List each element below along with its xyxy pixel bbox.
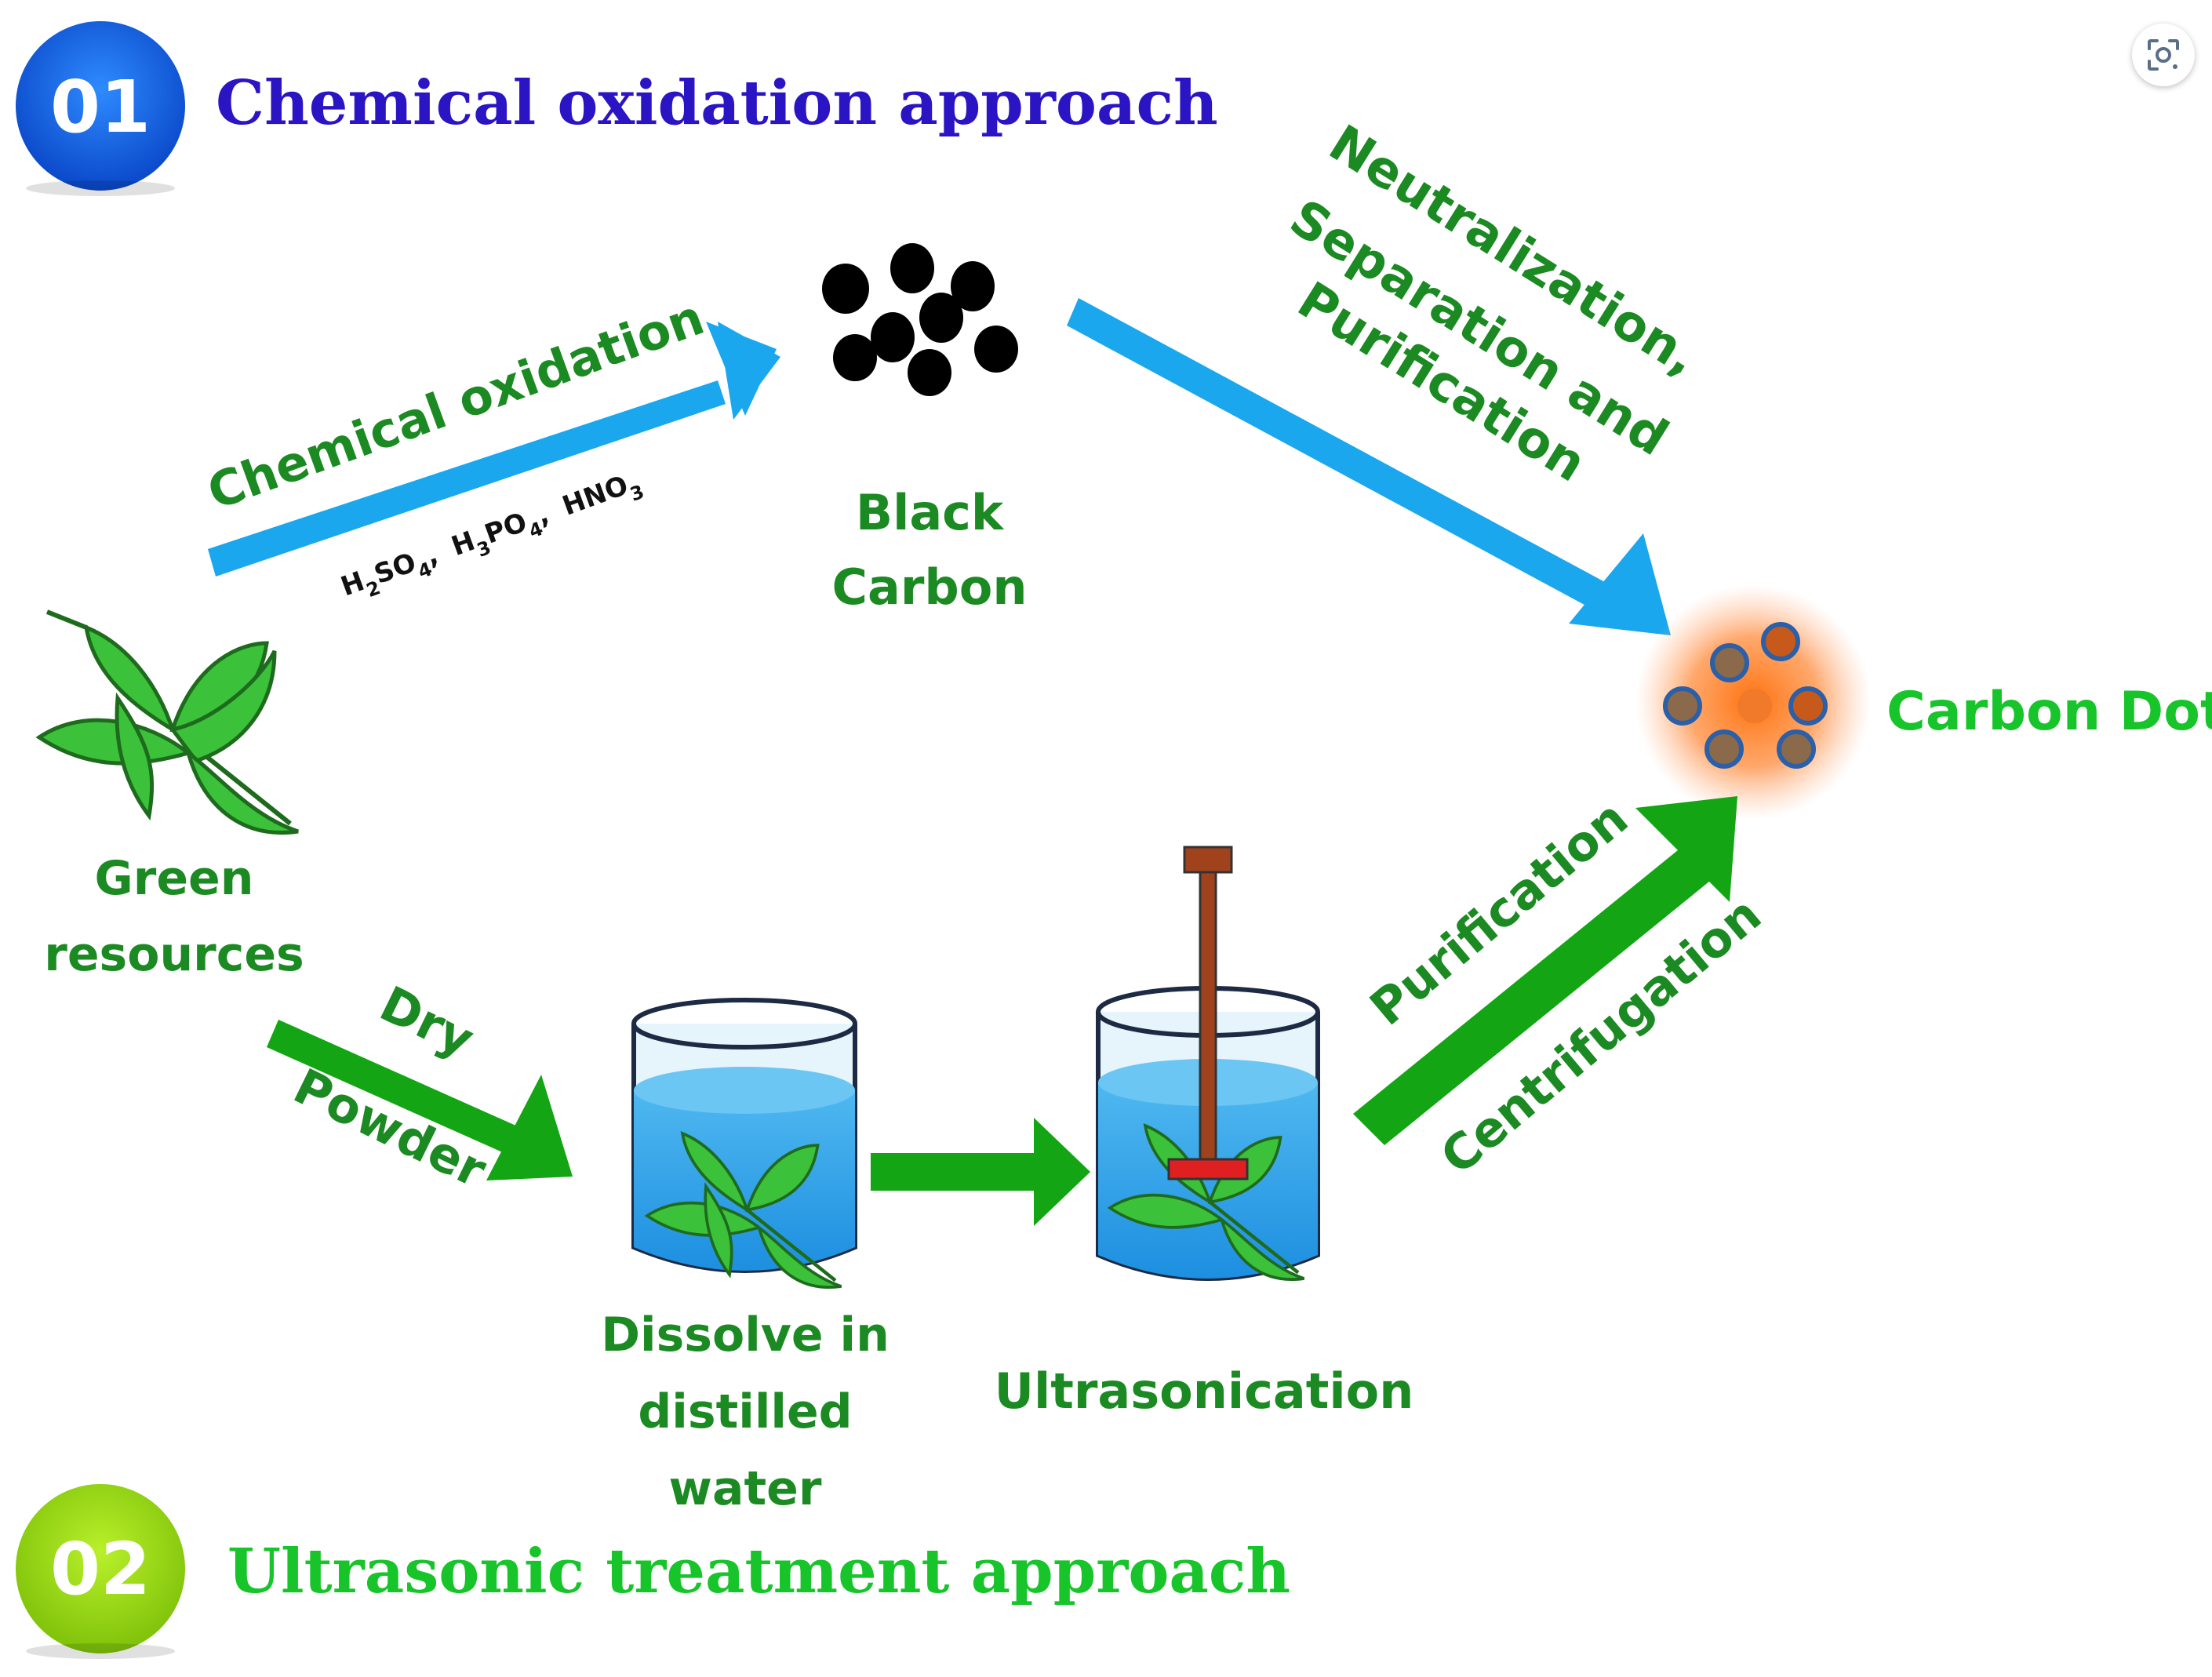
arrow-purification-centrifugation [1353,796,1737,1145]
black-carbon-label-1: Black [856,484,1005,541]
acids-label: H2SO4, H3PO4, HNO3 [337,465,646,609]
ultrasonication-label: Ultrasonication [995,1362,1414,1420]
ultrasonic-probe-icon [1183,846,1233,874]
arrow-neutralization [1067,298,1671,635]
svg-text:H2SO4, H3PO4, HNO3: H2SO4, H3PO4, HNO3 [337,465,646,609]
badge-02: 02 [16,1484,185,1659]
beaker-ultrasonication [1096,846,1320,1281]
arrow-dry-powder [267,1020,573,1180]
badge-02-label: 02 [50,1527,151,1611]
approach-2-title: Ultrasonic treatment approach [227,1536,1290,1607]
dissolve-label-1: Dissolve in [601,1308,890,1362]
arrow-to-ultrasonication [871,1118,1090,1226]
arrow-chemical-oxidation [208,322,780,577]
green-resources-label-2: resources [44,927,304,982]
dissolve-label-2: distilled [638,1384,852,1439]
black-carbon-particles [822,243,1018,396]
approach-1-title: Chemical oxidation approach [216,67,1218,139]
dry-label: Dry [371,975,482,1068]
carbon-dot-cluster [1635,584,1871,820]
green-resources-label-1: Green [95,851,254,906]
carbon-dot-label: Carbon Dot [1886,681,2212,743]
dissolve-label-3: water [669,1461,822,1516]
badge-01-label: 01 [50,65,151,149]
black-carbon-label-2: Carbon [831,558,1027,616]
beaker-dissolve [631,998,857,1289]
badge-01: 01 [16,21,185,196]
google-lens-icon[interactable] [2132,24,2195,86]
green-leaf-icon [35,609,299,835]
